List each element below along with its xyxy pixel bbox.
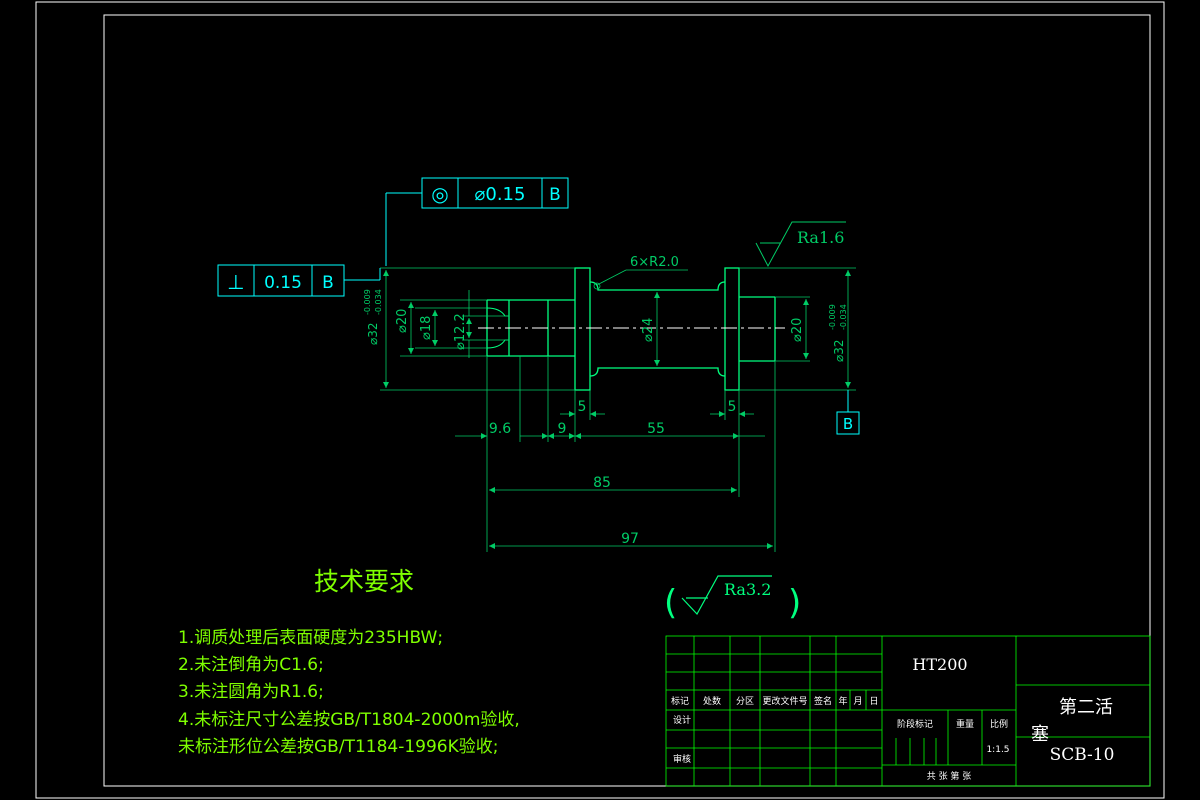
roughness-open-paren: ( [664,583,677,623]
dim-d12-2: ⌀12.2 [453,313,468,350]
rev-header-zone: 分区 [736,696,754,707]
dim-len-85: 85 [593,475,611,491]
dim-left-outer-tol-upper: -0.009 [363,289,372,315]
dim-w5-left: 5 [578,399,587,415]
part-name-line1: 第二活 [1059,697,1113,718]
review-label: 审核 [673,753,691,765]
perpendicularity-value: 0.15 [264,273,302,293]
coaxiality-frame: ◎ ⌀0.15 B [385,177,569,266]
scale-value: 1:1.5 [986,745,1009,755]
rev-header-month: 月 [853,696,862,707]
tech-item-2: 2.未注倒角为C1.6; [178,655,324,675]
tech-requirements-title: 技术要求 [314,567,414,596]
dim-right-outer-tol-upper: -0.009 [828,304,837,330]
material-label: HT200 [912,655,967,674]
design-label: 设计 [673,714,691,726]
tech-requirements: 技术要求 1.调质处理后表面硬度为235HBW; 2.未注倒角为C1.6; 3.… [178,567,520,757]
roughness-default: ( Ra3.2 ) [664,575,801,623]
dim-left-outer: ⌀32 [366,323,380,346]
perpendicularity-symbol: ⊥ [227,270,244,294]
roughness-close-paren: ) [788,583,801,623]
dim-d24: ⌀24 [641,318,656,342]
roughness-default-value: Ra3.2 [724,580,771,599]
drawing-number: SCB-10 [1050,745,1115,765]
fillet-leader [593,269,688,290]
dim-left-outer-tol-lower: -0.034 [374,289,383,315]
coaxiality-value: ⌀0.15 [475,184,526,205]
dim-right-outer-tol-lower: -0.034 [839,304,848,330]
vertical-dimension-texts: ⌀32 -0.009 -0.034 ⌀20 ⌀18 ⌀12.2 ⌀24 ⌀20 … [363,289,848,362]
tech-item-5: 未标注形位公差按GB/T1184-1996K验收; [178,737,499,757]
dimension-lines [383,270,851,549]
tech-item-3: 3.未注圆角为R1.6; [178,682,324,702]
rev-header-count: 处数 [703,695,721,707]
weight-label: 重量 [956,718,974,730]
dim-len-9-6: 9.6 [489,421,511,437]
datum-b-label: B [843,415,853,433]
extension-lines [380,267,856,552]
tech-item-4: 4.未标注尺寸公差按GB/T1804-2000m验收, [178,710,520,730]
rev-header-sign: 签名 [814,695,832,707]
inner-border [103,14,1151,787]
stage-label: 阶段标记 [897,718,933,730]
dim-d18: ⌀18 [419,316,434,340]
tech-item-1: 1.调质处理后表面硬度为235HBW; [178,628,443,648]
perpendicularity-frame: ⊥ 0.15 B [217,264,381,297]
dim-len-97: 97 [621,531,639,547]
coaxiality-symbol: ◎ [431,182,448,206]
roughness-symbol-main [755,221,846,268]
part-name-line2: 塞 [1031,724,1049,745]
rev-header-mark: 标记 [671,695,689,707]
dim-right-outer: ⌀32 [832,340,846,363]
roughness-main-value: Ra1.6 [797,228,844,247]
dim-d20-left: ⌀20 [395,309,410,333]
dim-len-55: 55 [647,421,665,437]
rev-header-day: 日 [869,696,878,707]
dim-len-9: 9 [558,421,567,437]
dim-d20-right: ⌀20 [790,318,805,342]
part-outline [486,267,776,391]
dim-w5-right: 5 [728,399,737,415]
fillet-callout: 6×R2.0 [630,255,679,270]
revision-headers: 标记 处数 分区 更改文件号 签名 年 月 日 [671,695,879,707]
perpendicularity-datum: B [322,273,334,293]
datum-b-marker: B [836,390,860,435]
horizontal-dimension-texts: 5 5 9.6 9 55 85 97 [489,399,737,547]
outer-border [35,1,1165,799]
coaxiality-datum: B [549,185,561,205]
scale-label: 比例 [990,718,1008,730]
sheets-label: 共 张 第 张 [927,770,972,782]
rev-header-year: 年 [838,695,847,707]
rev-header-file: 更改文件号 [762,695,807,707]
title-block: HT200 第二活 塞 SCB-10 1:1.5 标记 处数 分区 更改文件号 … [665,635,1151,787]
